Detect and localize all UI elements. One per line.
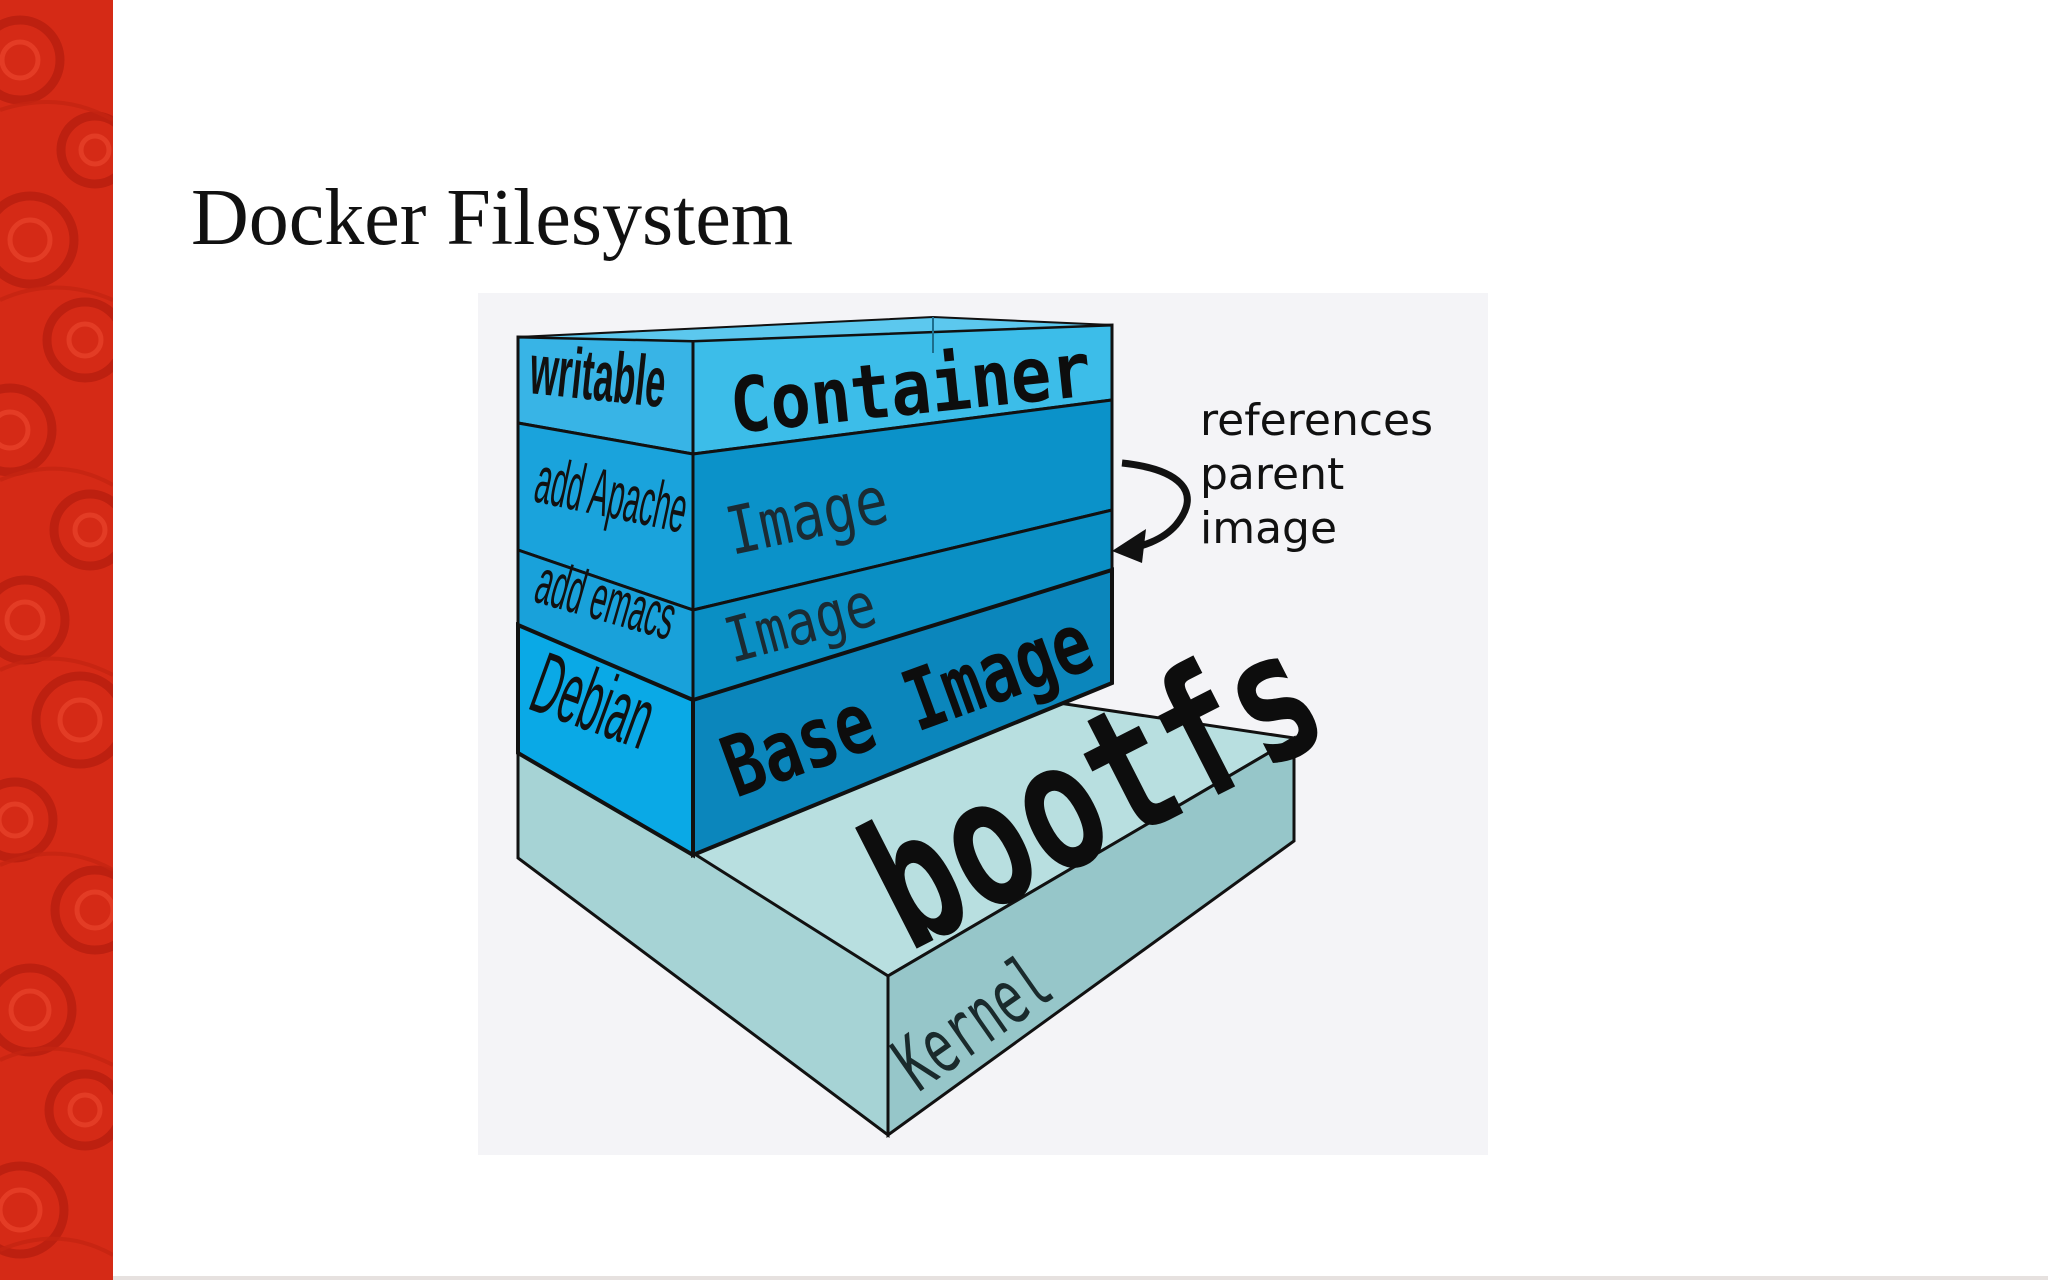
kernel-layer: Kernel — [516, 689, 1299, 1138]
references-annotation: references parent image — [1200, 395, 1433, 554]
base-front-face — [691, 567, 1114, 858]
annotation-line-3: image — [1200, 503, 1337, 554]
slide-title: Docker Filesystem — [191, 174, 794, 262]
decorative-side-band — [0, 0, 113, 1280]
layer-stack-left — [516, 335, 695, 859]
bottom-rule — [113, 1276, 2048, 1280]
references-arrow-icon — [1112, 459, 1191, 563]
annotation-line-1: references — [1200, 395, 1433, 446]
docker-layers-diagram: Kernel bootfs — [478, 293, 1488, 1155]
annotation-line-2: parent — [1200, 449, 1344, 500]
container-top-rim — [517, 315, 1113, 343]
kernel-right-face — [886, 735, 1296, 1138]
layer-side-label-writable: writable — [526, 329, 670, 422]
layer-stack-front — [517, 315, 1114, 858]
swirl-pattern — [0, 0, 113, 1280]
